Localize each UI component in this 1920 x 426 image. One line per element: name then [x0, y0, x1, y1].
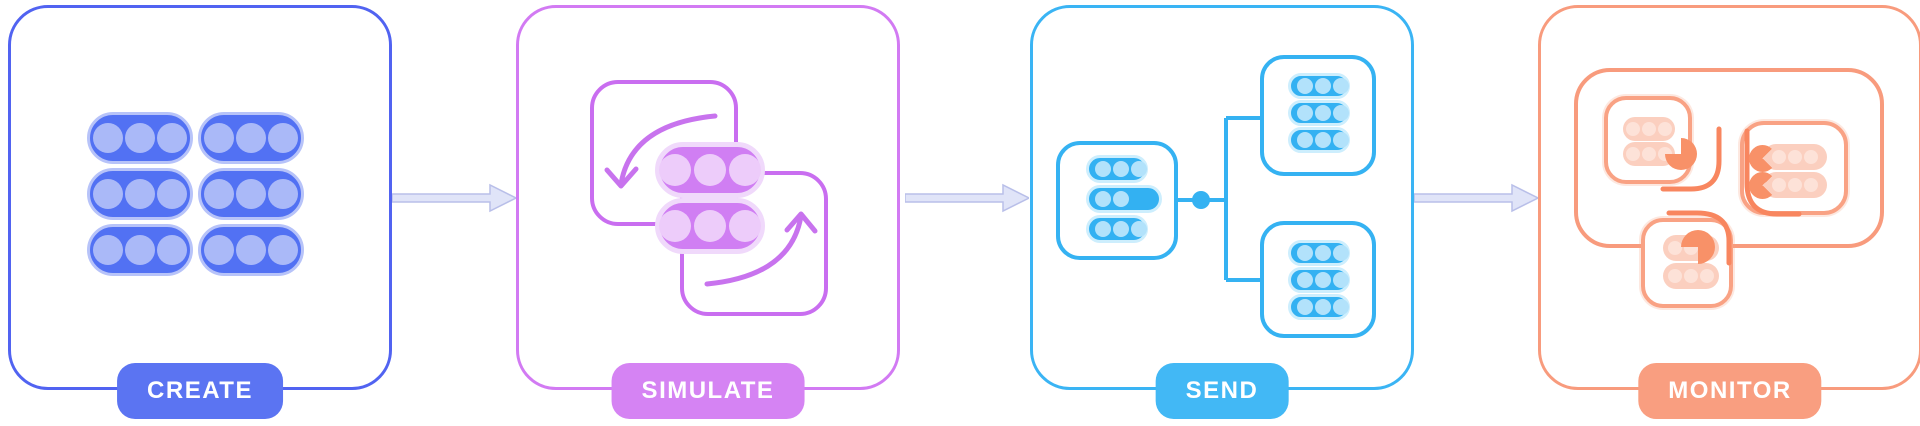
pill — [87, 224, 193, 276]
pill-grid-icon — [87, 112, 304, 276]
fanout-connectors — [1178, 116, 1260, 282]
pill-selected — [1086, 185, 1162, 213]
flow-arrow-icon — [1414, 183, 1538, 213]
flow-arrow-icon — [392, 183, 516, 213]
pill — [198, 224, 304, 276]
pie-chart-icon — [1749, 172, 1776, 199]
step-card-send: SEND — [1030, 5, 1414, 419]
pill — [1086, 215, 1148, 243]
pie-chart-icon — [1681, 230, 1715, 264]
pill — [1086, 155, 1148, 183]
step-label-monitor: MONITOR — [1638, 363, 1822, 419]
pill — [198, 168, 304, 220]
pill — [655, 198, 765, 254]
pie-chart-icon — [1665, 138, 1697, 170]
pill — [1288, 240, 1350, 266]
pill — [1288, 267, 1350, 293]
step-label-send: SEND — [1155, 363, 1289, 419]
step-card-monitor: MONITOR — [1538, 5, 1920, 419]
step-card-simulate: SIMULATE — [516, 5, 900, 419]
pill — [87, 112, 193, 164]
pie-chart-icon — [1749, 145, 1776, 172]
monitor-connectors — [1660, 126, 1802, 266]
step-label-create: CREATE — [117, 363, 283, 419]
pill — [1288, 73, 1350, 99]
pill — [1623, 117, 1675, 141]
pill — [1288, 127, 1350, 153]
pill — [1663, 263, 1719, 289]
step-label-simulate: SIMULATE — [611, 363, 805, 419]
flow-arrow-icon — [905, 183, 1029, 213]
pill — [655, 142, 765, 198]
pill — [1288, 100, 1350, 126]
step-card-create: CREATE — [8, 5, 392, 419]
cycle-arcs — [604, 113, 818, 287]
pill — [1288, 294, 1350, 320]
pill — [198, 112, 304, 164]
pill — [87, 168, 193, 220]
